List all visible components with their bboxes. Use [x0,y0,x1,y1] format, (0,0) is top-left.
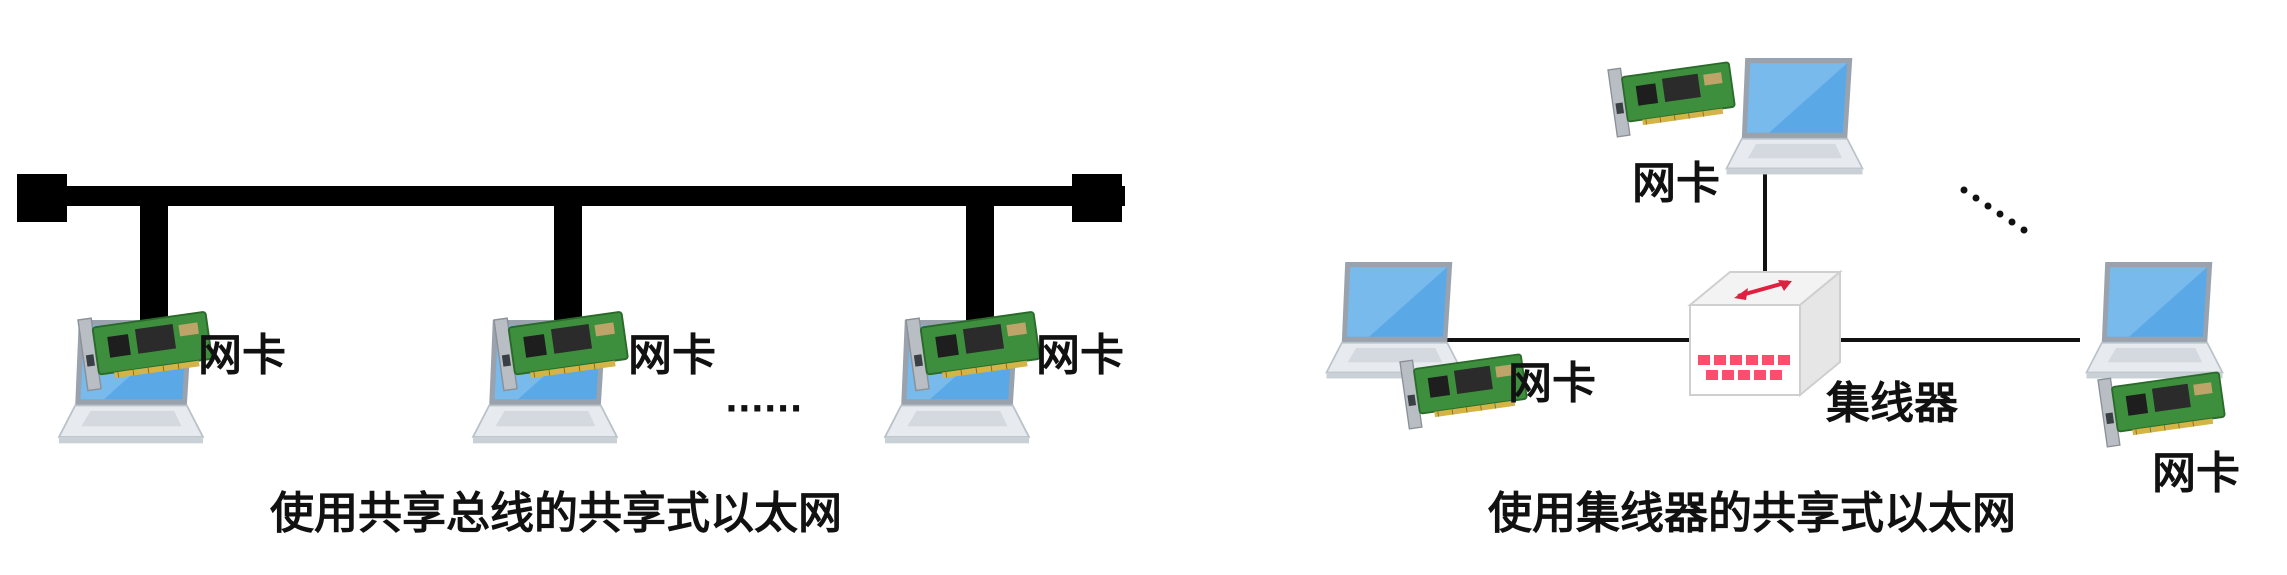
ellipsis [1960,186,2028,234]
hub-label: 集线器 [1825,378,1959,429]
bus-cable [20,186,1125,206]
nic-label: 网卡 [1508,358,1596,409]
hub-icon [1687,269,1843,398]
network-card-icon [1607,52,1738,138]
ellipsis: ······ [725,389,803,429]
nic-label: 网卡 [1036,330,1124,381]
laptop-icon [1325,261,1464,380]
hub-topology: 网卡 网卡 网卡 集线器 使用集线器的共享式以太网 [1325,52,2240,539]
nic-label: 网卡 [2152,448,2240,499]
nic-label: 网卡 [198,330,286,381]
bus-terminator-left [17,174,67,222]
left-caption: 使用共享总线的共享式以太网 [270,488,842,539]
laptop-icon [1725,57,1864,176]
nic-label: 网卡 [1632,158,1720,209]
bus-terminator-right [1072,174,1122,222]
bus-topology: 网卡 网卡 网卡 ······ 使用共享总线的共享式以太网 [17,174,1125,539]
nic-label: 网卡 [628,330,716,381]
right-caption: 使用集线器的共享式以太网 [1488,488,2016,539]
laptop-icon [2085,261,2224,380]
